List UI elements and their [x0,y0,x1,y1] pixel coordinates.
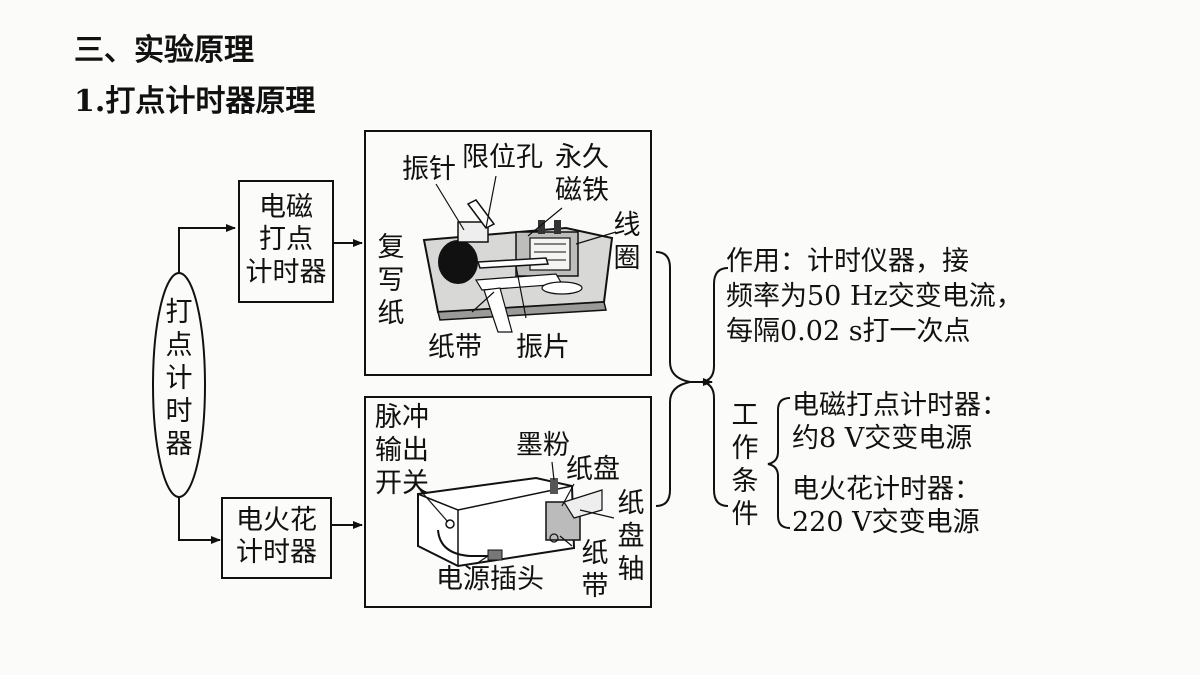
label-carbon-paper: 复 写 纸 [377,232,405,329]
label-coil: 线 圈 [613,210,641,274]
em-timer-picture: 振针 限位孔 永久 磁铁 线 圈 复 写 纸 纸带 振片 [364,130,652,376]
work-conditions-label: 工 作 条 件 [731,400,759,530]
em-timer-box: 电磁 打点 计时器 [238,180,334,303]
subsection-title: 1.打点计时器原理 [74,84,315,119]
label-paper-tape: 纸带 [428,332,482,363]
arrow-root-to-em [178,224,236,273]
condition-em-timer: 电磁打点计时器： 约8 V交变电源 [792,390,1008,454]
brace-pictures [655,251,691,507]
label-pulse-switch: 脉冲 输出 开关 [375,402,429,499]
subsection-text: .打点计时器原理 [94,84,316,119]
label-needle: 振针 [402,154,456,185]
em-device-drawing [422,175,617,333]
spark-device-drawing [417,461,615,568]
label-ink-powder: 墨粉 [516,430,570,461]
spark-timer-label: 电火花 计时器 [236,505,317,569]
label-spark-paper-tape: 纸 带 [581,538,609,602]
label-paper-disc: 纸盘 [566,454,620,485]
function-description: 作用：计时仪器，接 频率为50 Hz交变电流， 每隔0.02 s打一次点 [726,246,1023,348]
label-power-plug: 电源插头 [436,564,544,595]
label-permanent-magnet: 永久 磁铁 [555,142,609,206]
spark-timer-box: 电火花 计时器 [221,497,332,579]
label-limit-hole: 限位孔 [462,142,543,173]
subsection-number: 1 [74,84,95,119]
spark-timer-picture: 脉冲 输出 开关 墨粉 纸盘 纸 盘 轴 纸 带 电源插头 [364,396,652,608]
label-reed: 振片 [516,332,570,363]
section-title: 三、实验原理 [74,33,254,68]
brace-conditions [767,397,791,529]
arrow-root-to-spark [178,497,221,544]
label-disc-axle: 纸 盘 轴 [617,488,645,585]
em-timer-label: 电磁 打点 计时器 [245,192,327,288]
brace-right [701,267,729,507]
condition-spark-timer: 电火花计时器： 220 V交变电源 [792,474,981,538]
root-label: 打 点 计 时 器 [165,297,193,460]
